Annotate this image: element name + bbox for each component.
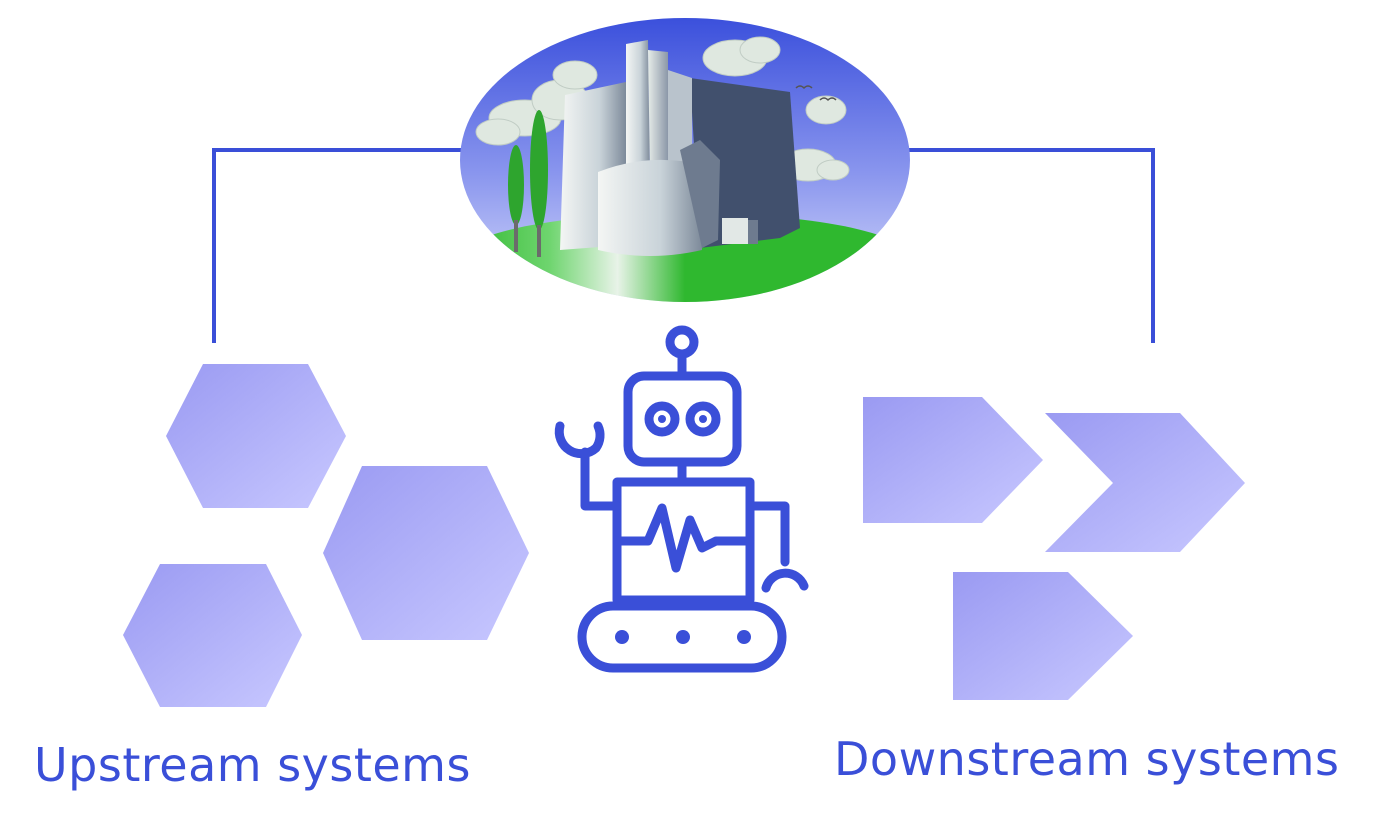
robot-icon — [554, 325, 809, 673]
downstream-arrow-1 — [863, 397, 1043, 523]
downstream-shapes — [863, 397, 1245, 700]
upstream-hexagon-1 — [166, 364, 346, 508]
downstream-systems-label: Downstream systems — [834, 732, 1340, 786]
downstream-arrow-3 — [953, 572, 1133, 700]
upstream-hexagon-2 — [323, 466, 529, 640]
connector-right — [904, 148, 1155, 343]
connector-lines — [212, 148, 1155, 343]
upstream-systems-label: Upstream systems — [34, 738, 471, 792]
upstream-hexagon-3 — [123, 564, 302, 707]
connector-left — [212, 148, 466, 343]
downstream-chevron-2 — [1045, 413, 1245, 552]
factory-landscape-icon — [460, 18, 910, 302]
upstream-shapes — [123, 364, 529, 707]
